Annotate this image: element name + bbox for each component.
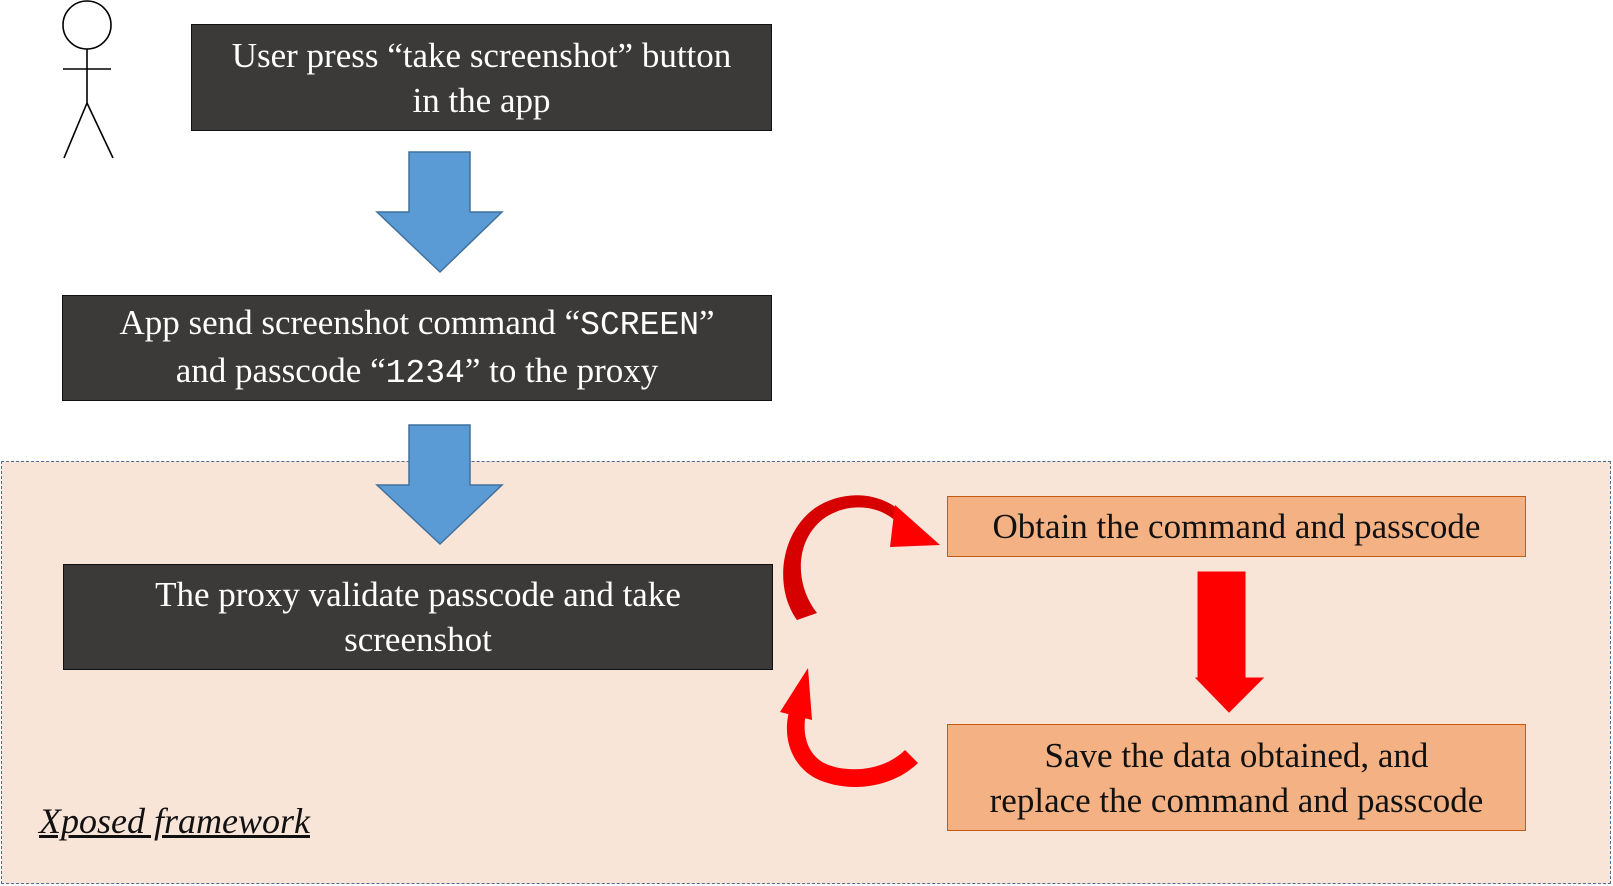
hook-step-obtain-text: Obtain the command and passcode: [992, 507, 1481, 546]
step-proxy-validate: The proxy validate passcode and take scr…: [63, 564, 773, 670]
step-app-send-text4: ” to the proxy: [464, 351, 659, 390]
hook-step-save-line2: replace the command and passcode: [989, 780, 1484, 820]
step-user-press-line1: User press “take screenshot” button: [231, 35, 732, 75]
step-app-send-text1: App send screenshot command “: [119, 303, 581, 342]
hook-step-save: Save the data obtained, and replace the …: [947, 724, 1526, 831]
step-user-press: User press “take screenshot” button in t…: [191, 24, 772, 131]
screen-command-code: SCREEN: [580, 307, 699, 344]
passcode-code: 1234: [385, 355, 465, 392]
hook-down-arrow: [1194, 571, 1265, 713]
framework-label: Xposed framework: [39, 801, 310, 841]
curved-arrow-to-obtain: [783, 495, 940, 620]
step-app-send: App send screenshot command “SCREEN” and…: [62, 295, 772, 401]
stick-figure-user-icon: [62, 0, 114, 159]
step-app-send-text3: and passcode “: [175, 351, 386, 390]
down-arrow-1: [375, 151, 504, 274]
step-proxy-validate-line1: The proxy validate passcode and take: [155, 575, 681, 614]
step-app-send-text2: ”: [699, 303, 715, 342]
down-arrow-2: [375, 424, 504, 546]
step-proxy-validate-line2: screenshot: [344, 620, 492, 659]
hook-step-obtain: Obtain the command and passcode: [947, 496, 1526, 557]
step-app-send-line1: App send screenshot command “SCREEN”: [119, 300, 714, 348]
step-app-send-line2: and passcode “1234” to the proxy: [176, 348, 659, 396]
hook-step-save-line1: Save the data obtained, and: [1044, 735, 1429, 775]
step-user-press-line2: in the app: [412, 80, 551, 120]
curved-arrow-to-proxy: [780, 668, 918, 787]
